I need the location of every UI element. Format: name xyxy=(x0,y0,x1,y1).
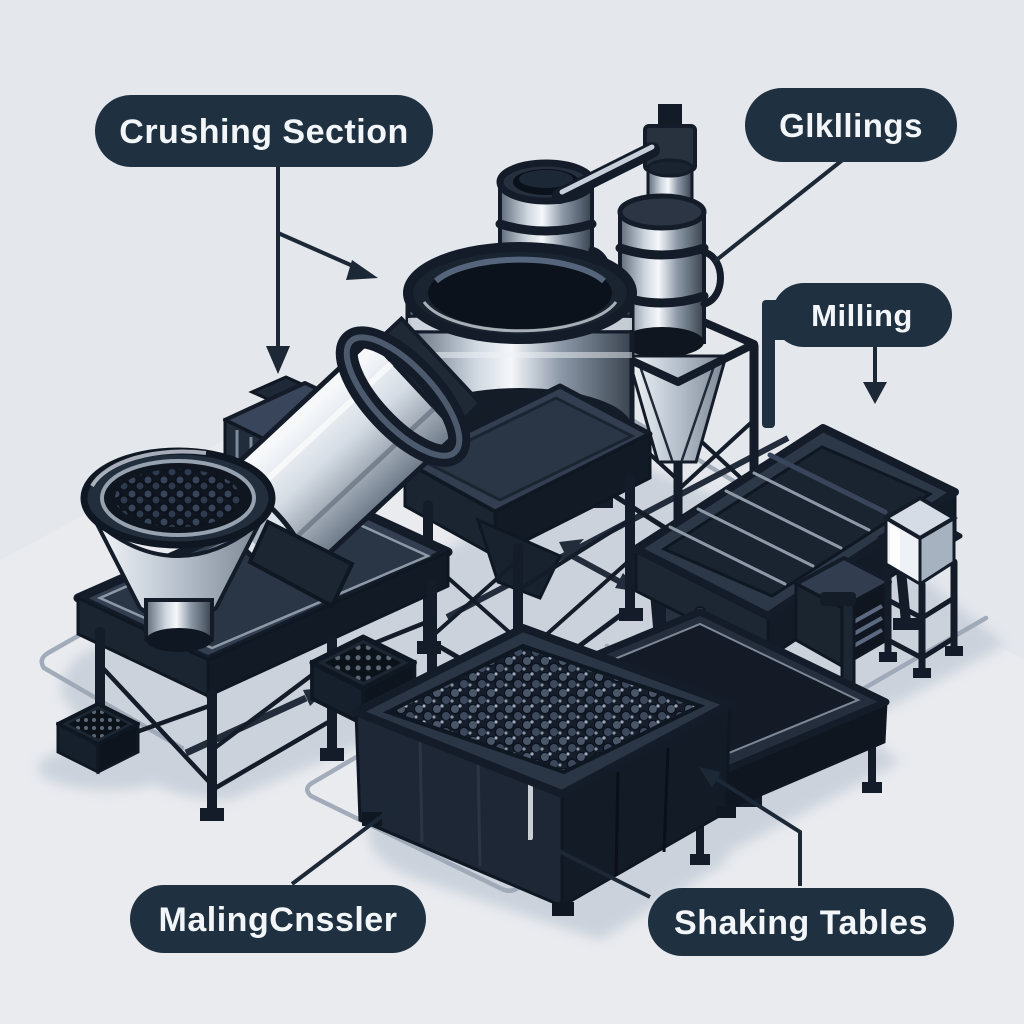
callout-lines xyxy=(276,156,877,899)
silo-pipe xyxy=(552,142,660,204)
label-gleanings: Glkllings xyxy=(745,88,957,162)
label-gleanings-text: Glkllings xyxy=(779,107,923,144)
label-milling: Milling xyxy=(772,283,952,347)
table-riffles xyxy=(668,471,871,586)
label-crusher-bottom-text: MalingCnssler xyxy=(159,901,398,939)
label-shaking-tables-text: Shaking Tables xyxy=(674,904,928,942)
bin-ore xyxy=(382,643,706,775)
label-crushing-section-text: Crushing Section xyxy=(119,113,408,151)
ore-bin xyxy=(352,624,736,916)
label-shaking-tables: Shaking Tables xyxy=(648,888,954,956)
ore-feed-hopper xyxy=(80,447,276,652)
hopper-ore xyxy=(115,469,241,527)
label-crushing-section: Crushing Section xyxy=(95,95,433,167)
callout-arrowheads xyxy=(266,260,887,788)
milling-callout-bar xyxy=(762,300,775,428)
ore-crate-left xyxy=(56,702,140,775)
label-milling-text: Milling xyxy=(811,298,913,333)
label-crusher-bottom: MalingCnssler xyxy=(130,885,426,953)
silo-motor-stub xyxy=(658,104,682,126)
silo-right-cone xyxy=(626,354,728,464)
drum-cradle xyxy=(247,519,355,609)
sample-stand xyxy=(877,495,963,678)
